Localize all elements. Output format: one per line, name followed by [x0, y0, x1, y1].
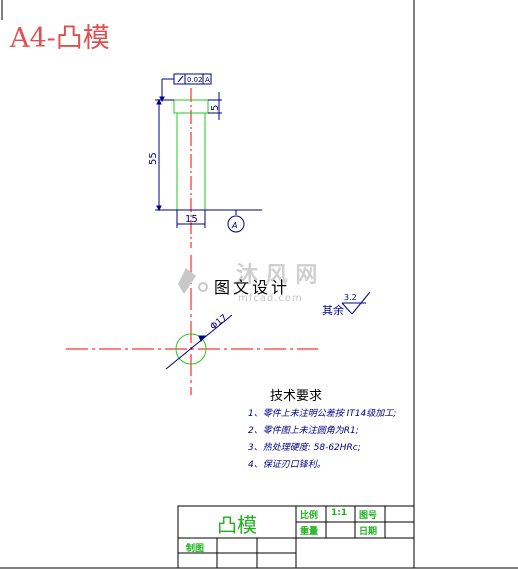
- tech-requirement-item: 4、保证刃口锋利。: [248, 460, 326, 470]
- watermark-url: mfcad.com: [238, 293, 303, 304]
- tech-requirements-title: 技术要求: [270, 389, 323, 404]
- width-value: 15: [185, 214, 198, 225]
- punch-top-circle: [175, 333, 207, 365]
- datum-label: A: [231, 221, 237, 230]
- title-block-scale-label: 比例: [300, 511, 319, 521]
- title-block-part-name: 凸模: [217, 513, 257, 537]
- title-block-drawing-no-label: 图号: [359, 511, 378, 521]
- head-height-value: 5: [210, 105, 221, 111]
- tech-requirement-item: 2、零件图上未注圆角为R1;: [248, 426, 359, 436]
- flatness-value: 0.02: [187, 76, 203, 84]
- circle-diameter-leader: [165, 314, 233, 370]
- datum-baseline: [155, 209, 262, 233]
- tech-requirement-item: 1、零件上未注明公差按 IT14级加工;: [248, 409, 397, 419]
- title-block-scale-value: 1:1: [331, 508, 348, 518]
- width-dimension: [176, 210, 206, 228]
- total-length-value: 55: [148, 152, 159, 165]
- tech-requirement-item: 3、热处理硬度: 58-62HRc;: [248, 443, 361, 453]
- flatness-tolerance-frame: [159, 73, 212, 103]
- title-block-date-label: 日期: [359, 527, 378, 537]
- circle-diameter-value: Φ17: [209, 313, 230, 332]
- surface-note-prefix: 其余: [322, 303, 344, 317]
- title-block-weight-label: 重量: [300, 527, 319, 537]
- watermark-text: 图文设计: [214, 278, 291, 297]
- surface-roughness-symbol: [341, 291, 371, 315]
- title-block-drawn-label: 制图: [186, 544, 205, 554]
- flatness-datum: A: [205, 76, 210, 84]
- drawing-title: A4-凸模: [10, 23, 110, 54]
- watermark-logo: 沐 风 网: [178, 263, 317, 294]
- svg-text:沐 风 网: 沐 风 网: [236, 263, 317, 288]
- title-block-grid: [177, 505, 415, 569]
- head-height-dimension: [208, 92, 222, 120]
- surface-roughness-value: 3.2: [344, 293, 357, 302]
